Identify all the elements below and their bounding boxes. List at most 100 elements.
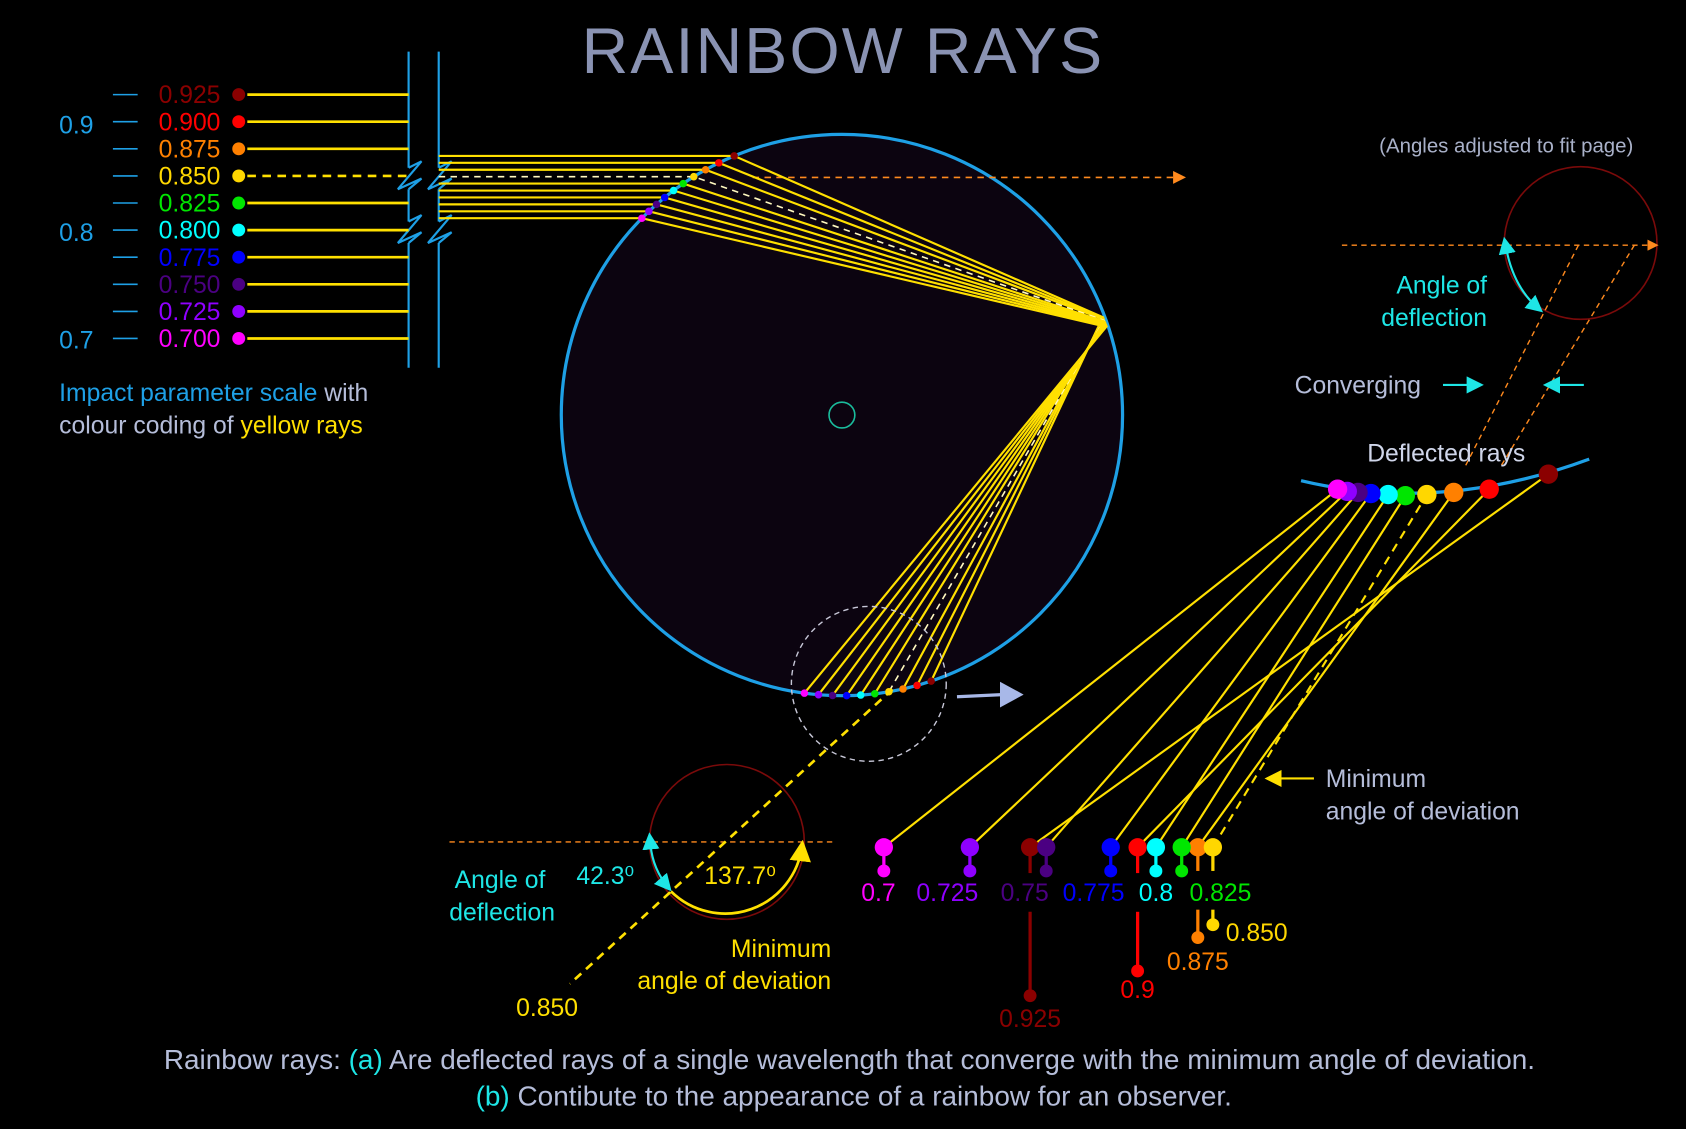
- ray-0.850-label: 0.850: [516, 995, 578, 1022]
- scale-color-dot: [232, 223, 246, 237]
- scale-value-0.825: 0.825: [159, 191, 221, 218]
- deflection-label-2: deflection: [449, 899, 555, 926]
- marker-end-dot: [1175, 864, 1189, 878]
- deflected-dot: [1417, 484, 1437, 505]
- deflected-dot: [1444, 482, 1464, 503]
- scale-label-0.9: 0.9: [59, 112, 93, 139]
- marker-end-dot: [1206, 918, 1220, 932]
- scale-color-dot: [232, 142, 246, 156]
- ray-0.850-exit-line: [568, 688, 894, 985]
- deflection-label: Angle of: [455, 867, 546, 894]
- scale-value-0.900: 0.900: [159, 109, 221, 136]
- ray-path-0.775: [438, 196, 1107, 697]
- scale-value-0.875: 0.875: [159, 136, 221, 163]
- deflection-angle-value: 42.3⁰: [576, 863, 634, 890]
- entry-point: [690, 172, 698, 181]
- scale-label-0.8: 0.8: [59, 220, 93, 247]
- entry-point: [669, 186, 678, 195]
- scale-label-0.7: 0.7: [59, 327, 93, 354]
- marker-end-dot: [1131, 964, 1145, 978]
- ray-path-0.750: [438, 203, 1108, 697]
- ray-path-0.900: [438, 161, 1105, 686]
- marker-label-0.800: 0.8: [1139, 880, 1173, 907]
- marker-end-dot: [877, 864, 891, 878]
- entry-point: [645, 207, 653, 216]
- scale-color-dot: [232, 304, 246, 318]
- min-deviation-label-right-2: angle of deviation: [1326, 798, 1520, 825]
- impact-parameter-scale: 0.9250.9000.8750.8500.8250.8000.7750.750…: [112, 82, 409, 353]
- marker-end-dot: [1149, 864, 1163, 878]
- page-title: RAINBOW RAYS: [582, 15, 1105, 87]
- exit-point: [871, 689, 879, 698]
- deflected-ray-0.875: [1196, 491, 1455, 848]
- exit-point: [828, 691, 837, 700]
- deflected-dot: [1395, 486, 1416, 506]
- exit-zoom-circle: [790, 605, 947, 762]
- deflected-dot: [1327, 479, 1348, 499]
- scale-value-0.750: 0.750: [159, 272, 221, 299]
- scale-value-0.725: 0.725: [159, 299, 221, 326]
- deflection-angle-arc-right: [1498, 236, 1544, 313]
- marker-label-0.725: 0.725: [916, 880, 978, 907]
- marker-label-0.775: 0.775: [1063, 880, 1125, 907]
- scale-color-dot: [232, 169, 246, 183]
- detail-right: (Angles adjusted to fit page) Angle of d…: [1264, 136, 1659, 825]
- deflected-ray-0.750: [1045, 491, 1359, 848]
- converging-label: Converging: [1295, 373, 1421, 400]
- exit-point: [814, 690, 823, 699]
- ray-path-0.800: [438, 189, 1107, 696]
- entry-point: [679, 179, 687, 188]
- scale-break-bars: [397, 51, 453, 368]
- deviation-angle-value: 137.7⁰: [704, 863, 776, 890]
- exit-point: [856, 691, 865, 699]
- entry-point: [638, 214, 646, 222]
- min-deviation-label: Minimum: [731, 936, 831, 963]
- ray-path-0.875: [438, 168, 1106, 690]
- deflected-ray-0.925: [1029, 473, 1549, 849]
- marker-end-dot: [963, 864, 977, 878]
- min-deviation-label-right: Minimum: [1326, 766, 1426, 793]
- entry-point: [660, 193, 669, 202]
- exit-point: [927, 677, 935, 685]
- marker-label-0.925: 0.925: [999, 1006, 1061, 1033]
- deflected-rays-label: Deflected rays: [1367, 440, 1525, 467]
- deflected-ray-0.700: [883, 488, 1339, 849]
- marker-end-dot: [1039, 864, 1053, 878]
- marker-label-0.825: 0.825: [1189, 880, 1251, 907]
- marker-label-0.750: 0.75: [1001, 880, 1049, 907]
- exit-point: [899, 685, 907, 693]
- deflected-ray-0.850: [1211, 494, 1428, 848]
- marker-label-0.875: 0.875: [1167, 949, 1229, 976]
- scale-value-0.775: 0.775: [159, 245, 221, 272]
- scale-color-dot: [232, 115, 246, 129]
- scale-value-0.800: 0.800: [159, 218, 221, 245]
- marker-label-0.900: 0.9: [1120, 977, 1154, 1004]
- exit-point: [913, 681, 921, 690]
- ray-path-0.825: [438, 182, 1106, 695]
- marker-end-dot: [1191, 931, 1205, 945]
- deviation-angle-arc: [670, 839, 811, 915]
- marker-label-0.850: 0.850: [1226, 920, 1288, 947]
- caption-line2: (b) Contibute to the appearance of a rai…: [476, 1080, 1232, 1111]
- deflected-ray-0.825: [1180, 495, 1407, 848]
- deflected-dot: [1538, 464, 1559, 484]
- zoom-arrow-icon: [956, 692, 1003, 699]
- marker-label-0.700: 0.7: [861, 880, 895, 907]
- min-deviation-label-2: angle of deviation: [637, 968, 831, 995]
- scale-caption-line2: colour coding of yellow rays: [59, 412, 363, 439]
- deflection-angle-arc: [642, 832, 672, 892]
- exit-point: [800, 689, 809, 697]
- ray-path-0.725: [438, 210, 1108, 696]
- scale-value-0.850: 0.850: [159, 164, 221, 191]
- scale-color-dot: [232, 196, 246, 210]
- scale-color-dot: [232, 250, 246, 264]
- detail-left: Angle of deflection 42.3⁰ 137.7⁰ Minimum…: [449, 688, 894, 1022]
- ray-path-0.850: [438, 175, 1106, 693]
- scale-caption-line1: Impact parameter scale with: [59, 380, 368, 407]
- exit-point: [842, 691, 851, 700]
- ray-path-0.700: [438, 217, 1109, 694]
- deflected-dot: [1378, 484, 1398, 505]
- scale-value-0.700: 0.700: [159, 326, 221, 353]
